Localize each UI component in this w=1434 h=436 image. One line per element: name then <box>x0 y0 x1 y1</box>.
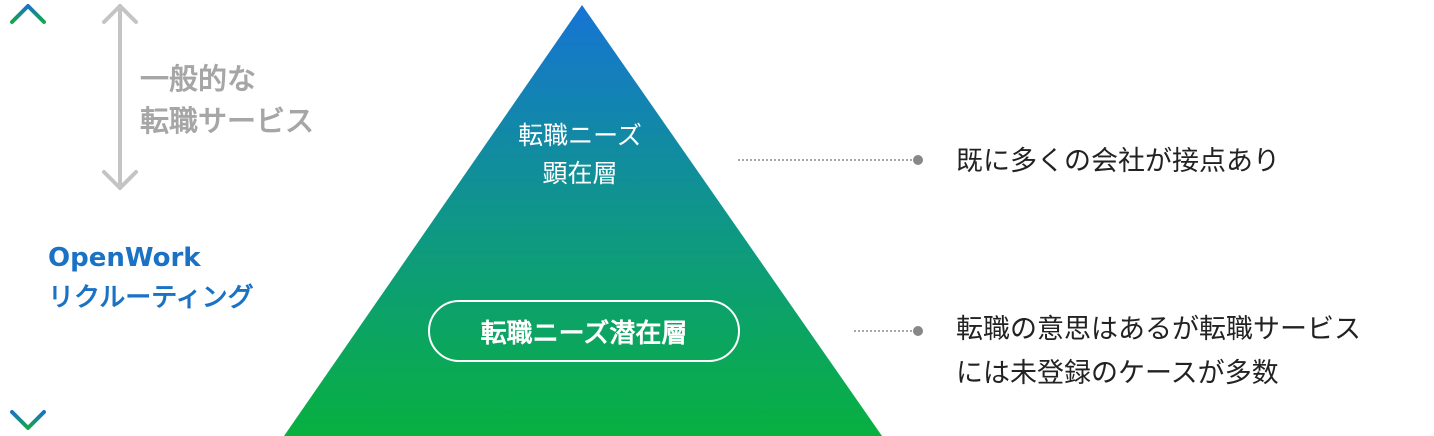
openwork-label-line2: リクルーティング <box>48 283 254 313</box>
openwork-range-arrow <box>10 4 46 430</box>
general-service-range-arrow <box>102 4 138 190</box>
general-service-label-line2: 転職サービス <box>140 104 315 138</box>
general-service-label-line1: 一般的な <box>140 62 257 96</box>
bottom-note-line1: 転職の意思はあるが転職サービス <box>956 314 1361 345</box>
top-note: 既に多くの会社が接点あり <box>956 146 1280 177</box>
pyramid-base-label: 転職ニーズ潜在層 <box>480 318 688 349</box>
pyramid-base-pill: 転職ニーズ潜在層 <box>428 300 740 362</box>
bottom-note-connector <box>854 326 923 336</box>
pyramid <box>284 5 882 436</box>
bottom-note-line2: には未登録のケースが多数 <box>956 358 1279 389</box>
bottom-note: 転職の意思はあるが転職サービス には未登録のケースが多数 <box>956 308 1361 396</box>
pyramid-apex-label-line1: 転職ニーズ <box>518 121 642 150</box>
openwork-label: OpenWork リクルーティング <box>48 238 348 318</box>
general-service-label: 一般的な 転職サービス <box>140 58 360 142</box>
pyramid-apex-label-line2: 顕在層 <box>542 159 618 188</box>
pyramid-apex-label: 転職ニーズ 顕在層 <box>480 117 680 193</box>
openwork-label-line1: OpenWork <box>48 243 201 273</box>
top-note-connector <box>738 155 923 165</box>
